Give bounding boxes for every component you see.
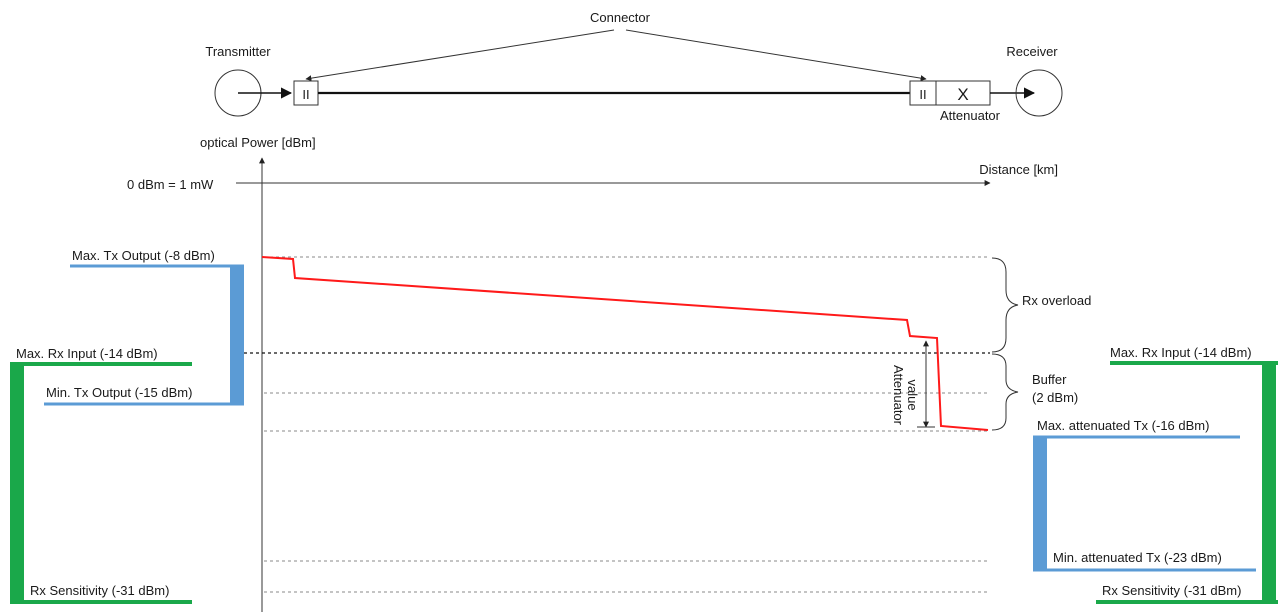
- receiver-icon: [1015, 69, 1063, 117]
- receiver-label: Receiver: [1006, 44, 1058, 59]
- left-level-ranges: Max. Tx Output (-8 dBm) Min. Tx Output (…: [10, 248, 244, 604]
- left-connector-icon: [293, 80, 319, 106]
- reference-levels: [244, 256, 990, 593]
- left-connector-symbol: II: [302, 87, 309, 102]
- right-level-ranges: Max. Rx Input (-14 dBm) Rx Sensitivity (…: [1033, 345, 1278, 604]
- left-max-tx-output-label: Max. Tx Output (-8 dBm): [72, 248, 215, 263]
- buffer-value-label: (2 dBm): [1032, 390, 1078, 405]
- left-rx-sensitivity-label: Rx Sensitivity (-31 dBm): [30, 583, 169, 598]
- left-max-rx-input-label: Max. Rx Input (-14 dBm): [16, 346, 158, 361]
- power-axes: optical Power [dBm] 0 dBm = 1 mW Distanc…: [127, 135, 1058, 612]
- connector-label: Connector: [590, 10, 651, 25]
- zero-reference-label: 0 dBm = 1 mW: [127, 177, 214, 192]
- x-axis-label: Distance [km]: [979, 162, 1058, 177]
- connector-pointer-left: [305, 29, 615, 82]
- left-rx-range-bar: [10, 364, 24, 604]
- rx-overload-label: Rx overload: [1022, 293, 1091, 308]
- attenuator-value-label-1: Attenuator: [891, 365, 906, 426]
- right-min-attenuated-tx-label: Min. attenuated Tx (-23 dBm): [1053, 550, 1222, 565]
- right-max-attenuated-tx-label: Max. attenuated Tx (-16 dBm): [1037, 418, 1209, 433]
- attenuator-value-indicator: Attenuator value: [891, 340, 935, 428]
- connector-pointer-right: [625, 29, 927, 82]
- attenuator-symbol: X: [957, 85, 968, 104]
- y-axis-label: optical Power [dBm]: [200, 135, 316, 150]
- right-rx-sensitivity-label: Rx Sensitivity (-31 dBm): [1102, 583, 1241, 598]
- right-rx-range-bar: [1262, 363, 1276, 604]
- optical-power-curve: [261, 256, 989, 431]
- transmitter-label: Transmitter: [205, 44, 271, 59]
- rx-overload-brace: [991, 257, 1019, 353]
- buffer-label: Buffer: [1032, 372, 1067, 387]
- attenuator-label: Attenuator: [940, 108, 1001, 123]
- buffer-brace: [991, 353, 1019, 431]
- left-min-tx-output-label: Min. Tx Output (-15 dBm): [46, 385, 192, 400]
- range-braces: Rx overload Buffer (2 dBm): [991, 257, 1091, 431]
- right-connector-symbol: II: [919, 87, 926, 102]
- left-tx-range-bar: [230, 266, 244, 404]
- attenuator-value-label-2: value: [905, 379, 920, 410]
- right-attenuated-range-bar: [1033, 437, 1047, 570]
- right-max-rx-input-label: Max. Rx Input (-14 dBm): [1110, 345, 1252, 360]
- attenuator-icon: [935, 80, 991, 106]
- link-schematic: Connector Transmitter II II X Attenuator…: [205, 10, 1063, 123]
